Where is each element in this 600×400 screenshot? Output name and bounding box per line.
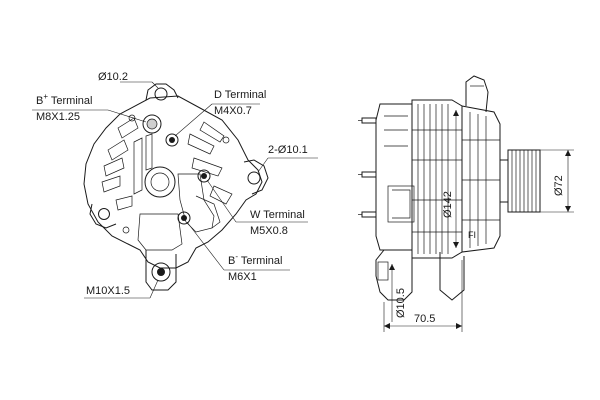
- w-terminal-boss: [197, 169, 211, 183]
- side-view: FI: [358, 75, 541, 301]
- rear-connector-inner: [392, 189, 411, 219]
- left-mount-ear: [89, 203, 117, 229]
- front-housing: [461, 105, 501, 253]
- lower-plate: [137, 213, 183, 251]
- dim-arrow: [456, 323, 462, 329]
- d-terminal-boss: [165, 133, 179, 147]
- foot-hole-label: Ø10.5: [395, 288, 407, 318]
- d-terminal-thread-label: M4X0.7: [214, 105, 252, 117]
- dim-arrow: [453, 110, 459, 116]
- regulator-detail: [195, 195, 221, 229]
- rear-connector: [387, 185, 415, 223]
- b-minus-leader: [186, 221, 225, 271]
- top-hole-dia-label: Ø10.2: [98, 71, 128, 83]
- bottom-hole-leader: [149, 279, 159, 299]
- rotor-center-inner: [150, 172, 170, 192]
- front-view-leaders: [32, 81, 318, 299]
- b-plus-terminal-stud: [146, 118, 158, 130]
- body-dia-label: Ø142: [442, 191, 454, 218]
- stator-body: [411, 99, 463, 259]
- length-label: 70.5: [414, 313, 435, 325]
- housing-screw: [128, 114, 136, 122]
- side-view-labels: Ø142 Ø72 Ø10.5 70.5: [395, 175, 565, 325]
- housing-screw: [222, 136, 230, 144]
- rear-cover: [375, 103, 413, 251]
- d-terminal-stud: [169, 137, 175, 143]
- rear-cover-ribs: [384, 115, 408, 147]
- dim-arrow: [384, 323, 390, 329]
- d-terminal-leader: [174, 103, 213, 137]
- rotor-center-boss: [144, 166, 176, 198]
- right-mount-hole: [247, 171, 261, 185]
- b-minus-terminal-stud: [181, 215, 187, 221]
- pulley-grooves: [511, 150, 537, 212]
- side-top-ear: [465, 75, 489, 113]
- d-terminal-label: D Terminal: [214, 89, 266, 101]
- side-holes-leader: [257, 157, 269, 173]
- top-mount-ear: [145, 83, 179, 101]
- top-mount-hole: [154, 87, 168, 101]
- front-view: [83, 83, 269, 291]
- fan-mark: FI: [468, 230, 476, 240]
- b-plus-terminal-label: B+ Terminal: [36, 92, 92, 107]
- dim-arrow: [389, 264, 395, 270]
- dim-arrow: [565, 206, 571, 212]
- shaft-collar: [499, 159, 509, 203]
- housing-screw: [122, 226, 130, 234]
- b-minus-thread-label: M6X1: [228, 271, 257, 283]
- bottom-hole-label: M10X1.5: [86, 285, 130, 297]
- w-terminal-stud: [201, 173, 207, 179]
- side-view-dimensions: [383, 110, 574, 332]
- cooling-fins: [101, 117, 233, 211]
- dim-arrow: [453, 242, 459, 248]
- side-holes-label: 2-Ø10.1: [268, 144, 308, 156]
- front-housing-vents: [462, 112, 500, 248]
- dim-arrow: [565, 150, 571, 156]
- front-view-labels: Ø10.2 B+ Terminal M8X1.25 D Terminal M4X…: [36, 71, 308, 297]
- w-terminal-label: W Terminal: [250, 209, 305, 221]
- w-terminal-thread-label: M5X0.8: [250, 225, 288, 237]
- b-minus-terminal-label: B- Terminal: [228, 252, 282, 267]
- w-terminal-leader: [206, 179, 237, 223]
- right-mount-ear: [243, 159, 269, 195]
- side-bottom-foot: [375, 249, 413, 301]
- hole-dia-leader: [151, 81, 159, 89]
- bottom-mount-boss: [151, 262, 171, 282]
- b-minus-terminal-boss: [177, 211, 191, 225]
- foot-boss: [377, 261, 389, 281]
- b-plus-thread-label: M8X1.25: [36, 111, 80, 123]
- left-mount-hole: [98, 208, 110, 220]
- b-plus-terminal-boss: [142, 114, 162, 134]
- bottom-mount-lug: [145, 250, 177, 291]
- bottom-mount-hole: [157, 268, 165, 276]
- front-housing-outline: [83, 95, 263, 269]
- pulley-dia-label: Ø72: [553, 175, 565, 196]
- b-plus-leader: [107, 109, 147, 123]
- side-bottom-lug: [439, 252, 465, 301]
- rear-terminal-studs: [358, 117, 377, 218]
- stator-fins: [412, 104, 462, 254]
